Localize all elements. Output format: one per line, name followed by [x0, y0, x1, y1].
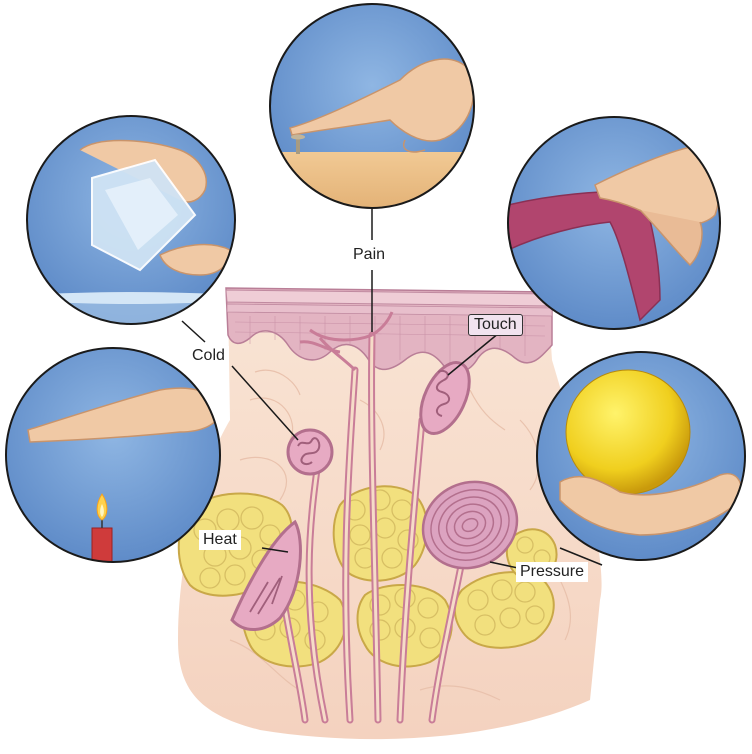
pressure-label: Pressure	[516, 562, 588, 582]
cold-leader-top	[182, 321, 205, 342]
touch-photo-circle	[508, 117, 720, 329]
heat-label: Heat	[199, 530, 241, 550]
pain-label: Pain	[349, 245, 389, 265]
cold-photo-circle	[26, 116, 238, 333]
skin-cross-section	[178, 288, 602, 739]
touch-label: Touch	[468, 314, 523, 336]
cold-label: Cold	[188, 346, 229, 366]
pain-photo-circle	[260, 4, 490, 222]
pressure-photo-circle	[537, 352, 745, 560]
